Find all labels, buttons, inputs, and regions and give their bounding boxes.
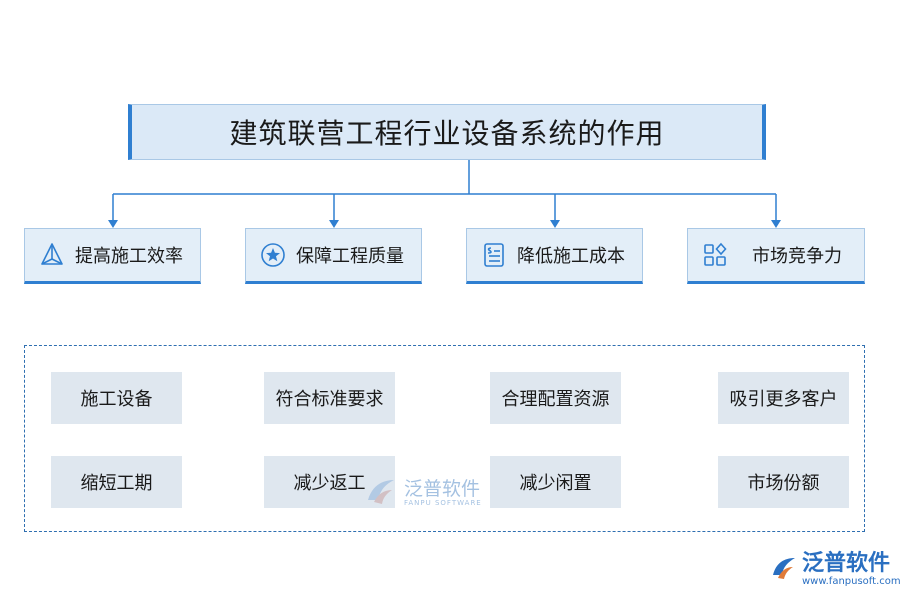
detail-item: 合理配置资源 [490,372,621,424]
arrow-head-3 [550,220,560,228]
category-label: 降低施工成本 [517,246,625,267]
detail-item: 缩短工期 [51,456,182,508]
detail-item: 市场份额 [718,456,849,508]
cost-document-icon [481,242,507,268]
watermark-cn: 泛普软件 [404,478,481,500]
detail-item: 符合标准要求 [264,372,395,424]
detail-item: 吸引更多客户 [718,372,849,424]
watermark-corner-url: www.fanpusoft.com [802,576,900,587]
category-label: 提高施工效率 [75,246,183,267]
arrow-head-4 [771,220,781,228]
details-container [24,345,865,532]
category-quality: 保障工程质量 [245,228,422,284]
category-label: 保障工程质量 [296,246,404,267]
detail-item: 施工设备 [51,372,182,424]
category-efficiency: 提高施工效率 [24,228,201,284]
pyramid-icon [39,242,65,268]
detail-item: 减少闲置 [490,456,621,508]
fanpu-logo-icon [364,476,398,510]
watermark-en: FANPU SOFTWARE [404,499,482,507]
arrow-head-2 [329,220,339,228]
watermark-center: 泛普软件 FANPU SOFTWARE [364,476,482,510]
star-badge-icon [260,242,286,268]
detail-item: 减少返工 [264,456,395,508]
category-cost: 降低施工成本 [466,228,643,284]
grid-diamond-icon [702,242,728,268]
diagram-title: 建筑联营工程行业设备系统的作用 [128,104,766,160]
category-competitiveness: 市场竞争力 [687,228,865,284]
watermark-corner-cn: 泛普软件 [802,551,891,576]
fanpu-corner-logo-icon [770,555,798,585]
watermark-corner: 泛普软件 www.fanpusoft.com [770,552,900,587]
category-label: 市场竞争力 [752,246,842,267]
arrow-head-1 [108,220,118,228]
